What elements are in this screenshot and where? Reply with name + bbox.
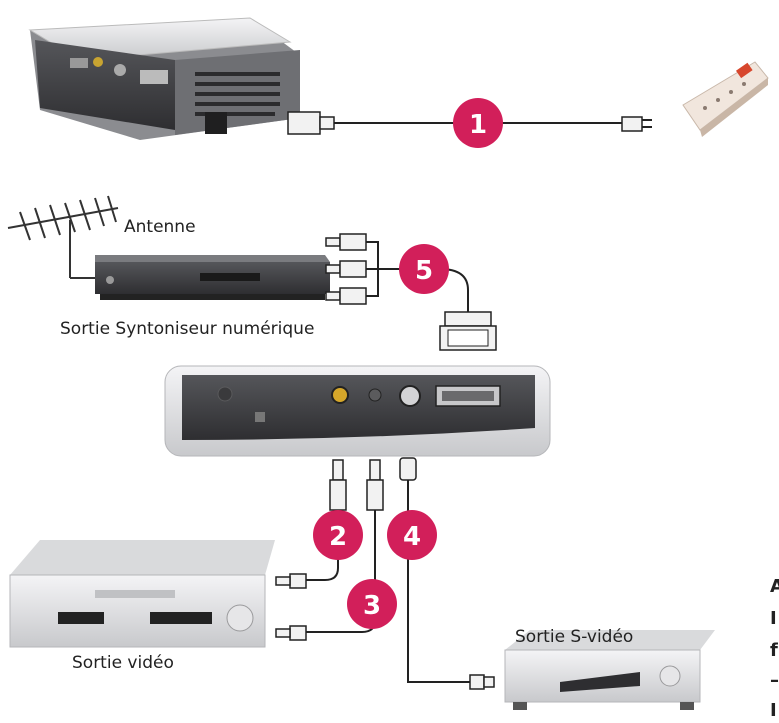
svideo-cable — [399, 457, 495, 690]
badge-2: 2 — [313, 510, 363, 560]
badge-4: 4 — [387, 510, 437, 560]
video-output-label: Sortie vidéo — [72, 653, 174, 673]
badge-1-text: 1 — [469, 110, 487, 140]
antenna-image — [7, 195, 119, 279]
badge-2-text: 2 — [329, 522, 347, 552]
edge-char-5: I — [770, 700, 777, 721]
badge-3: 3 — [347, 579, 397, 629]
power-cable — [287, 111, 652, 135]
digital-tuner-output-label: Sortie Syntoniseur numérique — [60, 319, 314, 339]
component-cable — [325, 233, 497, 351]
badge-1: 1 — [453, 98, 503, 148]
edge-char-1: A — [770, 576, 779, 597]
badge-4-text: 4 — [403, 522, 421, 552]
projector-rear-panel-image — [164, 365, 551, 457]
power-strip-image — [682, 61, 769, 137]
clipped-side-text: A I f – I — [770, 576, 779, 721]
edge-char-4: – — [770, 670, 779, 691]
video-source-player-image — [9, 540, 275, 648]
edge-char-3: f — [770, 640, 778, 661]
badge-3-text: 3 — [363, 591, 381, 621]
projector-image — [28, 17, 300, 140]
antenna-label: Antenne — [124, 217, 196, 237]
edge-char-2: I — [770, 608, 777, 629]
badge-5-text: 5 — [415, 256, 433, 286]
badge-5: 5 — [399, 244, 449, 294]
digital-tuner-image — [95, 255, 330, 300]
svideo-output-label: Sortie S-vidéo — [515, 627, 633, 647]
svideo-source-player-image — [504, 630, 715, 710]
